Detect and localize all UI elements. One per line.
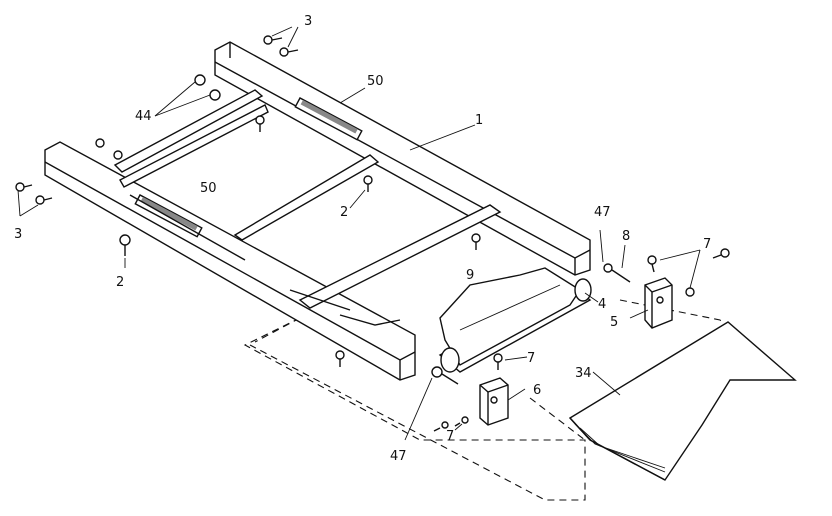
callout-3-left: 3 xyxy=(14,227,22,242)
callout-7-bottom: 7 xyxy=(446,429,454,444)
roller-assembly xyxy=(438,267,592,373)
small-fasteners xyxy=(431,248,730,432)
callout-7-center: 7 xyxy=(527,351,535,366)
callout-3-top: 3 xyxy=(304,14,312,29)
callout-2-left: 2 xyxy=(116,275,124,290)
leader-lines xyxy=(17,26,701,441)
callout-34: 34 xyxy=(575,366,592,381)
callout-44: 44 xyxy=(135,109,152,124)
callout-7-right: 7 xyxy=(703,237,711,252)
callout-6: 6 xyxy=(533,383,541,398)
table-panel-34 xyxy=(568,321,797,481)
callout-5: 5 xyxy=(610,315,618,330)
bearing-block-5 xyxy=(644,277,673,329)
bearing-block-6 xyxy=(479,377,509,426)
callout-8: 8 xyxy=(622,229,630,244)
frame-cross-members xyxy=(113,89,502,326)
frame-front-rail xyxy=(44,141,416,381)
callouts: 3 50 1 44 50 2 3 2 47 8 7 9 4 5 34 7 6 7… xyxy=(14,14,711,464)
callout-9: 9 xyxy=(466,268,474,283)
callout-47-right: 47 xyxy=(594,205,611,220)
frame-fasteners xyxy=(15,35,481,367)
callout-47-bottom: 47 xyxy=(390,449,407,464)
callout-4: 4 xyxy=(598,297,606,312)
callout-50-rear: 50 xyxy=(367,74,384,89)
callout-50-front: 50 xyxy=(200,181,217,196)
callout-1: 1 xyxy=(475,113,483,128)
callout-2-center: 2 xyxy=(340,205,348,220)
frame-rear-rail xyxy=(214,41,591,276)
